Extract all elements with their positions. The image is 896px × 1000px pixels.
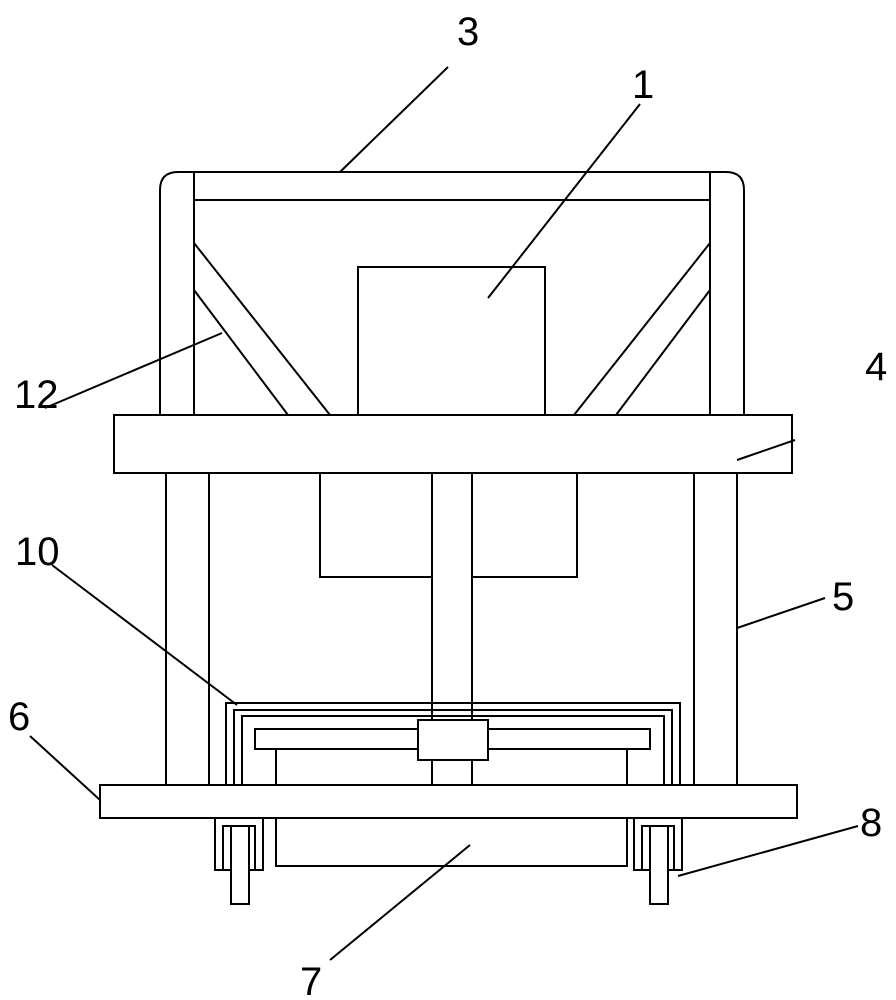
- wheel-right: [634, 818, 682, 904]
- callout-3: 3: [457, 10, 479, 54]
- middle-plate: [114, 415, 792, 473]
- callout-1: 1: [632, 63, 654, 107]
- bottom-tank: [276, 818, 627, 866]
- callout-5: 5: [832, 575, 854, 619]
- callout-6: 6: [8, 695, 30, 739]
- callout-7: 7: [300, 960, 322, 1000]
- hopper-box: [358, 267, 545, 415]
- slider-block: [418, 720, 488, 760]
- callout-4: 4: [865, 345, 887, 389]
- callout-12: 12: [14, 373, 59, 417]
- callout-10: 10: [15, 530, 60, 574]
- wheel-left: [215, 818, 263, 904]
- base-plate: [100, 785, 797, 818]
- callout-8: 8: [860, 801, 882, 845]
